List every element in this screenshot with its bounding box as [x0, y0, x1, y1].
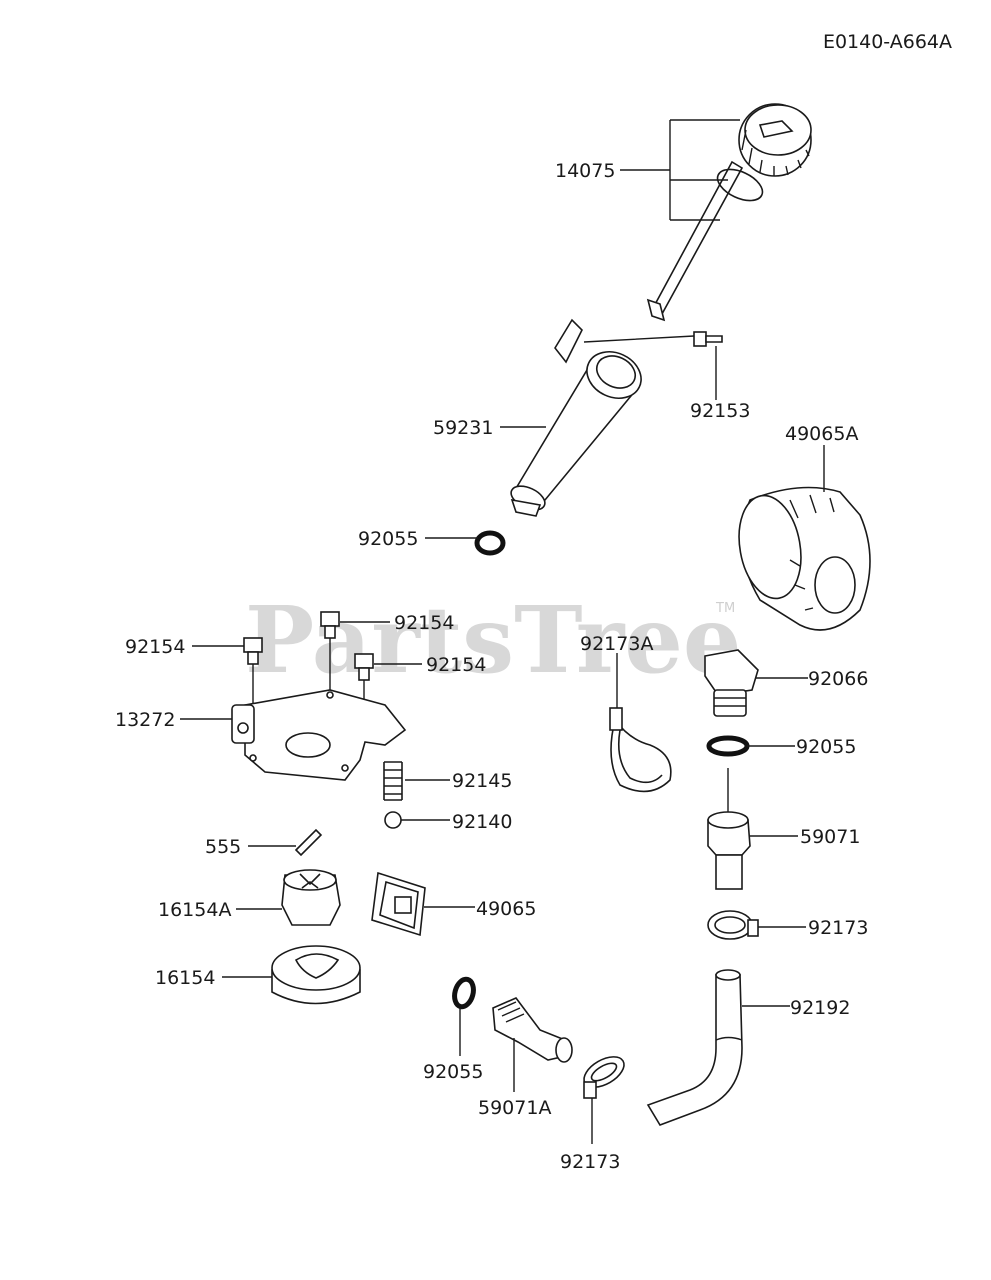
- screen-49065-part[interactable]: [371, 871, 426, 937]
- label-16154: 16154: [155, 967, 215, 989]
- dipstick-part[interactable]: [646, 103, 812, 322]
- label-14075: 14075: [555, 160, 615, 182]
- outer-rotor-16154-part[interactable]: [271, 945, 361, 1005]
- label-13272: 13272: [115, 709, 175, 731]
- label-59071A: 59071A: [478, 1097, 551, 1119]
- label-92192: 92192: [790, 997, 850, 1019]
- label-92055-middle: 92055: [796, 736, 856, 758]
- ball-92140-part[interactable]: [384, 811, 402, 829]
- label-555: 555: [205, 836, 241, 858]
- fitting-59071A-part[interactable]: [492, 997, 573, 1063]
- label-92055-top: 92055: [358, 528, 418, 550]
- clamp-92173A-part[interactable]: [609, 707, 672, 793]
- oring-92055-top[interactable]: [474, 530, 506, 556]
- label-92154-middle: 92154: [394, 612, 454, 634]
- clamp-92173-right[interactable]: [707, 910, 759, 940]
- clamp-92173-bottom[interactable]: [579, 1051, 629, 1099]
- label-92145: 92145: [452, 770, 512, 792]
- label-92154-right: 92154: [426, 654, 486, 676]
- fitting-59071-part[interactable]: [707, 811, 751, 890]
- tube-59231-part[interactable]: [507, 318, 648, 517]
- label-92140: 92140: [452, 811, 512, 833]
- plate-13272-part[interactable]: [231, 689, 407, 781]
- bolt-92154-middle[interactable]: [320, 611, 340, 639]
- pin-555-part[interactable]: [294, 828, 323, 857]
- label-92173-bottom: 92173: [560, 1151, 620, 1173]
- spring-92145-part[interactable]: [383, 761, 403, 801]
- oring-92055-bottom[interactable]: [452, 976, 477, 1010]
- label-16154A: 16154A: [158, 899, 231, 921]
- hose-92192-part[interactable]: [646, 969, 743, 1126]
- plug-92066-part[interactable]: [704, 649, 759, 717]
- bolt-92154-left[interactable]: [243, 637, 263, 665]
- label-49065: 49065: [476, 898, 536, 920]
- label-59231: 59231: [433, 417, 493, 439]
- diagram-code: E0140-A664A: [823, 31, 952, 53]
- oil-filter-49065A-part[interactable]: [731, 486, 871, 631]
- label-92154-left: 92154: [125, 636, 185, 658]
- bolt-92153-part[interactable]: [693, 331, 723, 347]
- watermark: PartsTree: [245, 586, 741, 694]
- label-92173-right: 92173: [808, 917, 868, 939]
- inner-rotor-16154A-part[interactable]: [281, 869, 341, 926]
- label-92173A: 92173A: [580, 633, 653, 655]
- label-92153: 92153: [690, 400, 750, 422]
- label-49065A: 49065A: [785, 423, 858, 445]
- label-92066: 92066: [808, 668, 868, 690]
- oring-92055-middle[interactable]: [706, 735, 750, 757]
- watermark-trademark: TM: [715, 601, 735, 616]
- label-92055-bottom: 92055: [423, 1061, 483, 1083]
- label-59071: 59071: [800, 826, 860, 848]
